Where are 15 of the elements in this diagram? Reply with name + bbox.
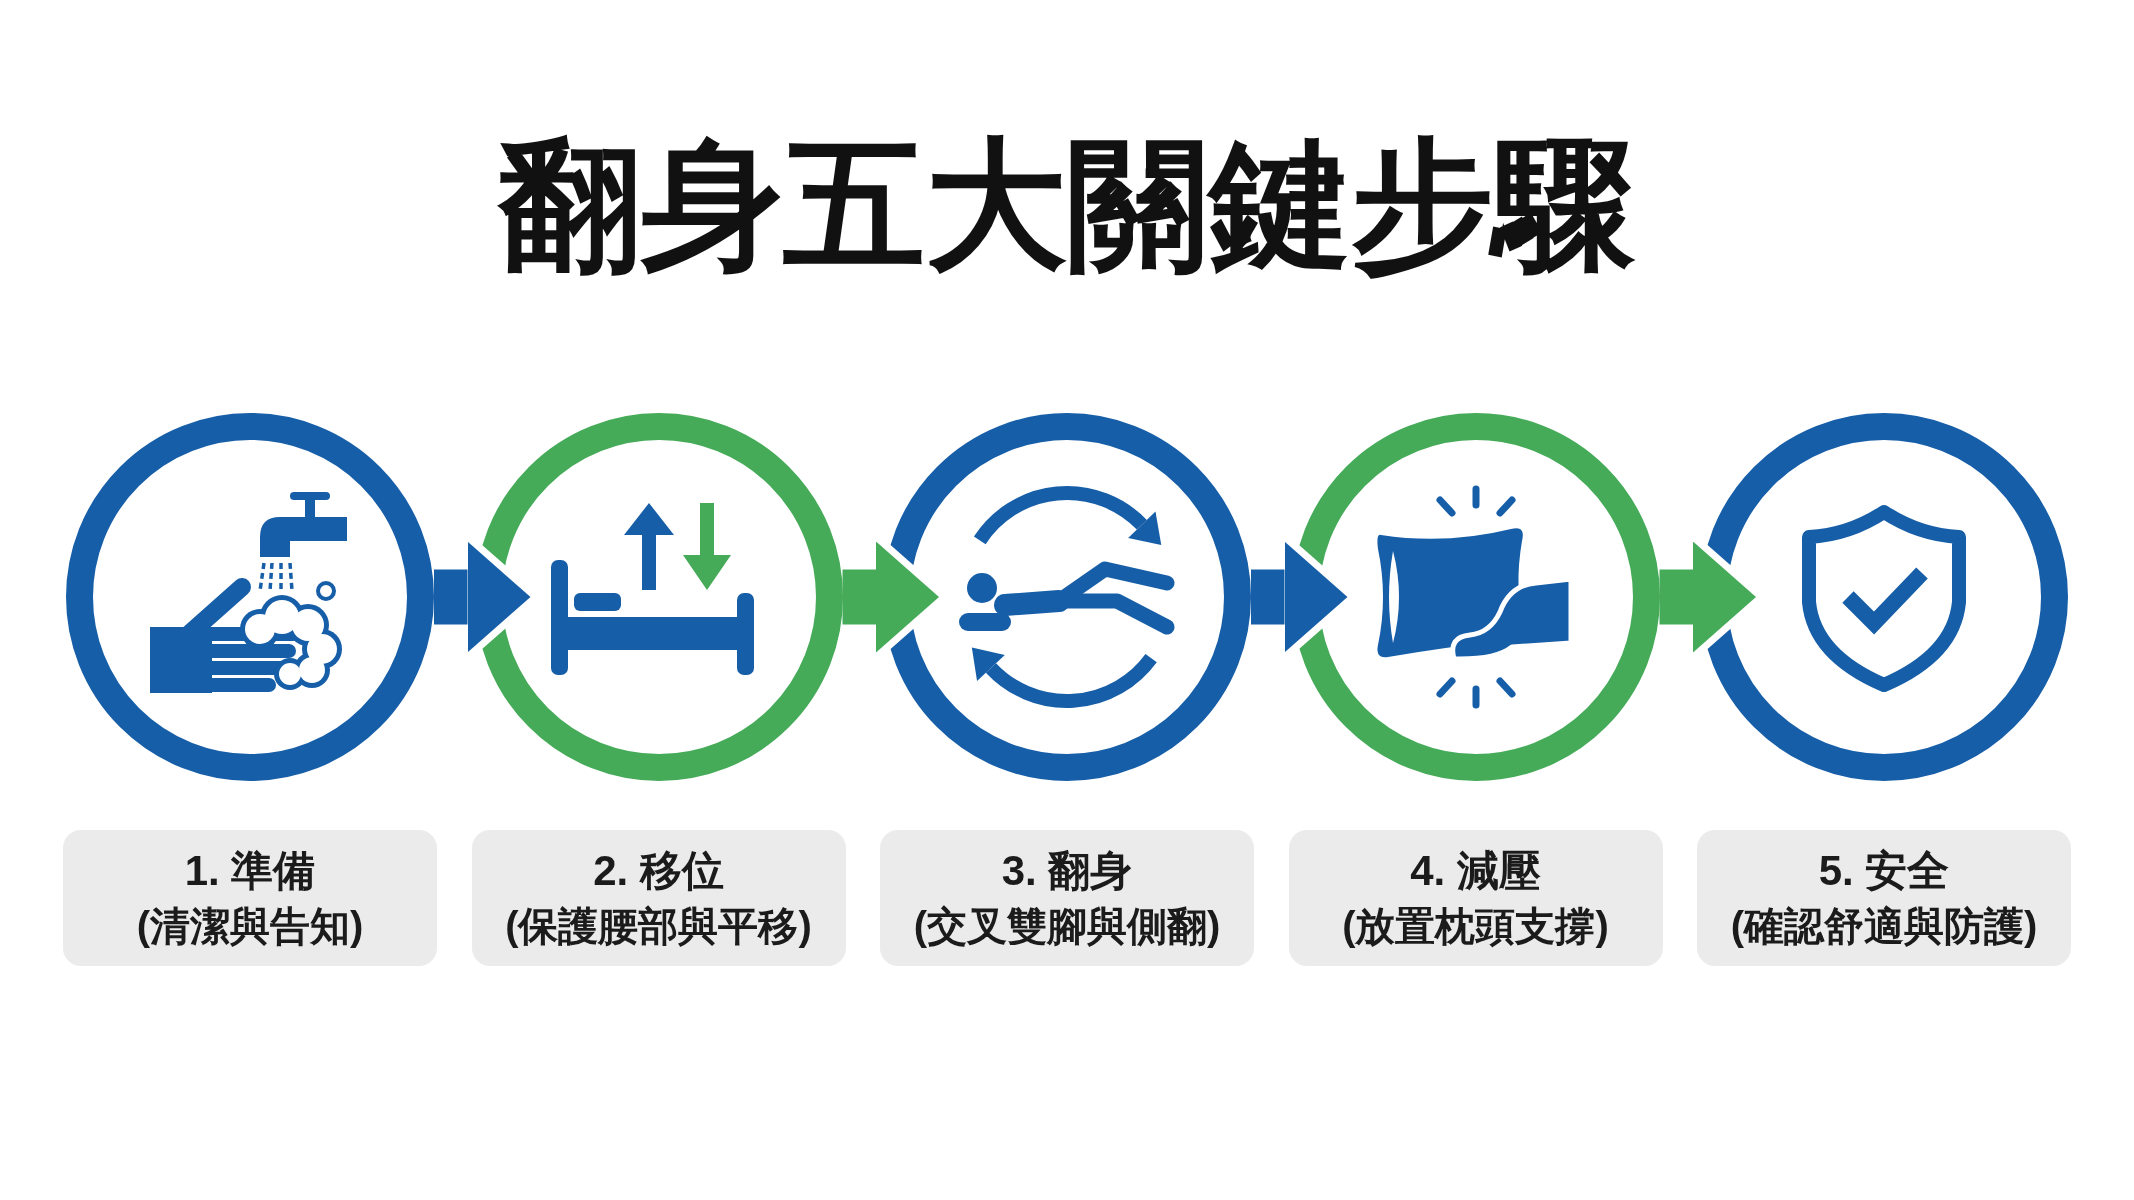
- arrow: [1251, 541, 1348, 653]
- step-description: (確認舒適與防護): [1730, 902, 2038, 950]
- step-heading: 5. 安全: [1818, 845, 1950, 896]
- step-heading: 2. 移位: [593, 845, 724, 896]
- step-description: (保護腰部與平移): [505, 902, 812, 950]
- arrow: [1659, 541, 1756, 653]
- arrow: [842, 541, 939, 653]
- step-description: (放置枕頭支撐): [1342, 902, 1609, 950]
- step-heading: 4. 減壓: [1410, 845, 1541, 896]
- arrow: [434, 541, 531, 653]
- step-circle: [66, 413, 434, 781]
- step-heading: 3. 翻身: [1001, 845, 1133, 896]
- step-description: (清潔與告知): [136, 902, 364, 950]
- step-heading: 1. 準備: [184, 845, 316, 896]
- step-description: (交叉雙腳與側翻): [913, 902, 1221, 950]
